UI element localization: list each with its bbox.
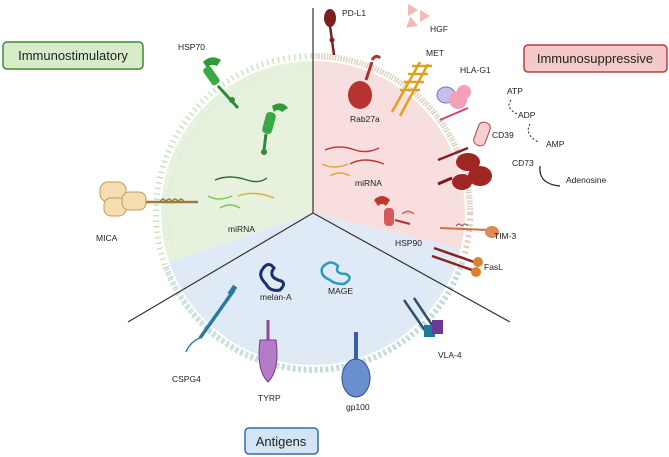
tim3-icon (439, 223, 499, 238)
label-hsp70: HSP70 (178, 42, 205, 52)
gp100-icon (341, 332, 371, 398)
membrane-inner (166, 66, 460, 360)
arrow-icon (508, 99, 518, 115)
box-immunostimulatory: Immunostimulatory (2, 41, 144, 70)
fasl-icon (431, 246, 483, 277)
label-gp100: gp100 (346, 402, 370, 412)
label-cspg4: CSPG4 (172, 374, 201, 384)
met-icon (390, 61, 432, 117)
title-antigens: Antigens (256, 434, 307, 449)
label-mirna-left: miRNA (228, 224, 255, 234)
label-rab27a: Rab27a (350, 114, 380, 124)
label-adenosine: Adenosine (566, 175, 606, 185)
title-immunosuppressive: Immunosuppressive (537, 51, 653, 66)
sector-antigens (161, 213, 465, 365)
label-cd73: CD73 (512, 158, 534, 168)
label-tyrp: TYRP (258, 393, 281, 403)
mica-icon (99, 181, 198, 217)
title-immunostimulatory: Immunostimulatory (18, 48, 128, 63)
hsp70-receptor-icon (261, 103, 288, 155)
label-hgf: HGF (430, 24, 448, 34)
label-hla-g1: HLA-G1 (460, 65, 491, 75)
cd39-icon (437, 121, 491, 162)
rab27a-icon (348, 54, 382, 109)
label-mica: MICA (96, 233, 118, 243)
membrane-red (312, 52, 474, 264)
mirna-right-icon (321, 146, 385, 177)
hgf-icon (406, 4, 430, 28)
box-antigens: Antigens (244, 427, 319, 455)
melan-a-icon (259, 263, 285, 292)
arrow-icon (539, 165, 561, 187)
tyrp-icon (258, 320, 278, 383)
label-atp: ATP (507, 86, 523, 96)
label-mage: MAGE (328, 286, 353, 296)
label-tim3: TIM-3 (494, 231, 516, 241)
mage-icon (320, 261, 351, 286)
vla4-icon (402, 297, 443, 337)
box-immunosuppressive: Immunosuppressive (523, 44, 668, 73)
label-cd39: CD39 (492, 130, 514, 140)
label-hsp90: HSP90 (395, 238, 422, 248)
cd73-icon (437, 153, 492, 190)
arrow-icon (527, 123, 539, 143)
label-adp: ADP (518, 110, 536, 120)
label-mirna-right: miRNA (355, 178, 382, 188)
label-amp: AMP (546, 139, 565, 149)
label-vla4: VLA-4 (438, 350, 462, 360)
pd-l1-icon (324, 9, 336, 56)
membrane-blue (162, 262, 465, 373)
label-fasl: FasL (484, 262, 503, 272)
hsp90-icon (374, 196, 415, 226)
membrane-outer (153, 53, 473, 373)
divider-left (127, 212, 314, 323)
hla-g1-icon (436, 85, 471, 121)
label-melan-a: melan-A (260, 292, 292, 302)
divider-right (312, 212, 511, 323)
cspg4-icon (185, 284, 238, 353)
hsp70-icon (203, 57, 240, 110)
label-met: MET (426, 48, 444, 58)
mirna-left-icon (207, 176, 275, 209)
label-pd-l1: PD-L1 (342, 8, 366, 18)
